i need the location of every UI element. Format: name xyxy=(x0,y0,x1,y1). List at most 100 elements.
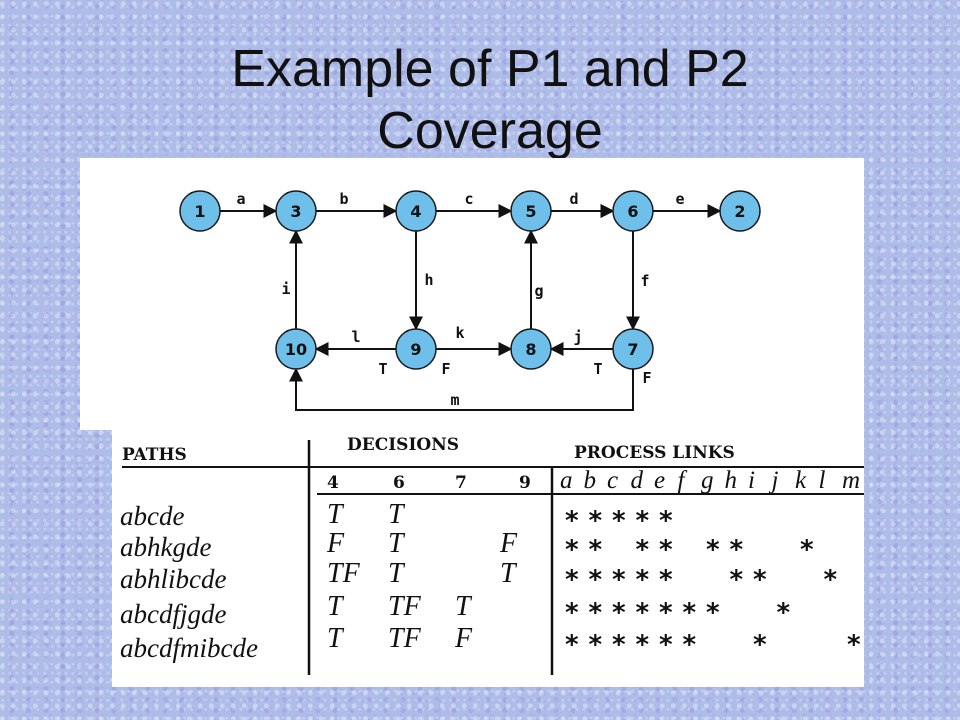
link-coverage-mark: * xyxy=(635,535,651,565)
graph-node-circle xyxy=(395,190,437,232)
link-coverage-mark: * xyxy=(611,598,627,628)
header-decisions: DECISIONS xyxy=(347,435,459,455)
path-cell: abcdfjgde xyxy=(120,599,226,629)
link-coverage-mark: * xyxy=(588,598,604,628)
graph-node: 5 xyxy=(510,190,552,232)
link-coverage-mark: * xyxy=(564,565,580,595)
link-coverage-mark: * xyxy=(564,535,580,565)
slide-title-line-1: Example of P1 and P2 xyxy=(231,40,749,98)
link-column-header: a xyxy=(560,467,573,494)
link-coverage-mark: * xyxy=(564,506,580,536)
link-coverage-mark: * xyxy=(635,598,651,628)
link-coverage-mark: * xyxy=(588,565,604,595)
link-coverage-mark: * xyxy=(658,630,674,660)
decision-cell: T xyxy=(455,591,473,622)
edge-label: b xyxy=(339,190,348,208)
decision-cell: T xyxy=(388,499,406,530)
graph-node-label: 8 xyxy=(525,340,536,359)
decision-cell: T xyxy=(388,528,406,559)
path-cell: abhlibcde xyxy=(120,564,226,594)
decision-cell: T xyxy=(327,623,345,654)
link-coverage-mark: * xyxy=(776,598,792,628)
graph-node: 10 xyxy=(275,328,317,370)
decision-cell: TF xyxy=(388,623,422,654)
link-column-header: e xyxy=(654,467,665,494)
graph-nodes: 1 3 4 5 6 2 10 9 8 7 xyxy=(179,190,761,370)
graph-edge xyxy=(289,367,634,411)
graph-node-circle xyxy=(179,190,221,232)
path-cell: abcdfmibcde xyxy=(120,633,258,663)
graph-node-circle xyxy=(510,190,552,232)
link-coverage-mark: * xyxy=(658,535,674,565)
graph-node-circle xyxy=(612,328,654,370)
decision-branch-label: F xyxy=(642,369,651,387)
link-coverage-mark: * xyxy=(588,630,604,660)
edge-label: g xyxy=(534,282,543,300)
link-coverage-mark: * xyxy=(682,630,698,660)
link-coverage-mark: * xyxy=(658,598,674,628)
link-coverage-mark: * xyxy=(635,565,651,595)
edge-label: j xyxy=(573,328,582,346)
graph-node: 9 xyxy=(395,328,437,370)
graph-node-label: 3 xyxy=(290,202,301,221)
graph-node: 2 xyxy=(719,190,761,232)
link-coverage-mark: * xyxy=(799,535,815,565)
header-paths: PATHS xyxy=(122,445,187,465)
link-column-header: c xyxy=(607,467,618,494)
link-column-header: m xyxy=(842,467,860,494)
decision-cell: F xyxy=(454,623,473,654)
graph-edges xyxy=(220,204,722,411)
link-coverage-mark: * xyxy=(705,598,721,628)
link-column-header: f xyxy=(678,467,688,494)
link-column-header: h xyxy=(725,467,738,494)
graph-node-label: 2 xyxy=(734,202,745,221)
link-coverage-mark: * xyxy=(729,535,745,565)
graph-node: 3 xyxy=(275,190,317,232)
link-coverage-mark: * xyxy=(705,535,721,565)
graph-node-label: 5 xyxy=(525,202,536,221)
graph-node-circle xyxy=(395,328,437,370)
decision-cell: T xyxy=(327,499,345,530)
decision-cell: T xyxy=(327,591,345,622)
link-coverage-mark: * xyxy=(729,565,745,595)
decision-cell: T xyxy=(388,558,406,589)
decision-branch-label: T xyxy=(593,360,602,378)
edge-label: h xyxy=(424,271,433,289)
slide-title-line-2: Coverage xyxy=(377,102,603,160)
graph-node-label: 6 xyxy=(627,202,638,221)
edge-label: e xyxy=(675,190,684,208)
link-coverage-mark: * xyxy=(564,598,580,628)
link-coverage-mark: * xyxy=(611,506,627,536)
header-process-links: PROCESS LINKS xyxy=(574,443,735,463)
table-grid-lines xyxy=(122,440,864,675)
graph-node-circle xyxy=(510,328,552,370)
graph-node-label: 1 xyxy=(194,202,205,221)
decision-branch-label: F xyxy=(441,360,450,378)
graph-node-label: 7 xyxy=(627,340,638,359)
edge-label: f xyxy=(640,272,649,290)
decision-cell: T xyxy=(500,558,518,589)
link-column-header: k xyxy=(795,467,807,494)
decision-cell: TF xyxy=(388,591,422,622)
link-column-header: j xyxy=(769,467,779,494)
link-coverage-mark: * xyxy=(611,565,627,595)
link-column-header: l xyxy=(819,467,826,494)
graph-node-label: 4 xyxy=(410,202,421,221)
edge-label: l xyxy=(351,328,360,346)
link-coverage-mark: * xyxy=(846,630,862,660)
graph-node: 1 xyxy=(179,190,221,232)
path-cell: abcde xyxy=(120,501,184,531)
decision-branch-label: T xyxy=(378,360,387,378)
graph-node: 8 xyxy=(510,328,552,370)
graph-node-label: 10 xyxy=(285,340,307,359)
edge-label: k xyxy=(455,324,464,342)
link-coverage-mark: * xyxy=(588,535,604,565)
decision-column-header: 9 xyxy=(519,473,531,493)
